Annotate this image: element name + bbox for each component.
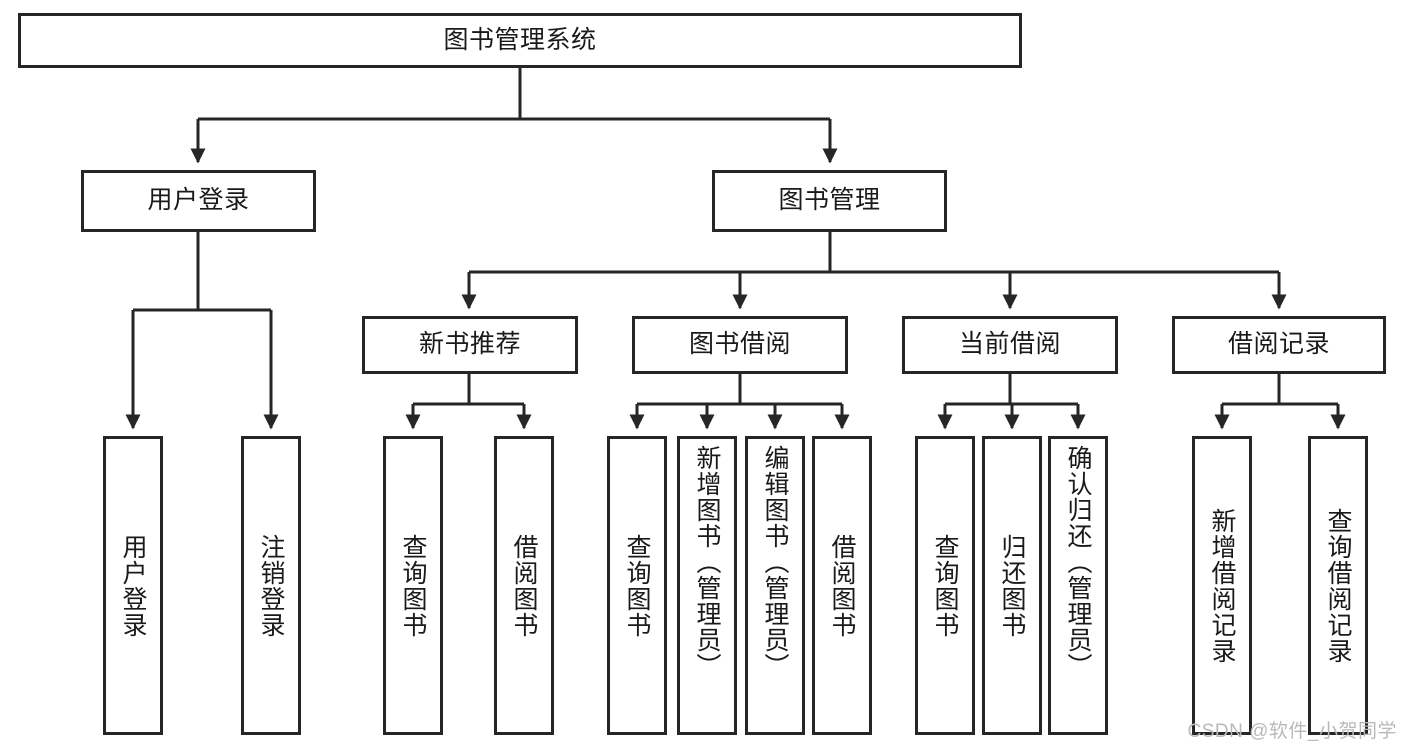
node-leaf-query-book-1[interactable]: 查询图书 — [383, 436, 443, 735]
node-leaf-query-borrow-record[interactable]: 查询借阅记录 — [1308, 436, 1368, 735]
node-leaf-user-login[interactable]: 用户登录 — [103, 436, 163, 735]
node-leaf-confirm-return-label: 确认归还（管理员） — [1064, 445, 1092, 679]
node-leaf-query-book-3-label: 查询图书 — [931, 533, 959, 638]
node-root-label: 图书管理系统 — [443, 25, 597, 54]
node-root[interactable]: 图书管理系统 — [18, 13, 1022, 68]
node-leaf-query-book-2-label: 查询图书 — [623, 533, 651, 638]
node-book-borrow[interactable]: 图书借阅 — [632, 316, 848, 374]
node-leaf-borrow-book-2[interactable]: 借阅图书 — [812, 436, 872, 735]
node-leaf-edit-book[interactable]: 编辑图书（管理员） — [745, 436, 805, 735]
node-leaf-return-book[interactable]: 归还图书 — [982, 436, 1042, 735]
node-leaf-query-book-3[interactable]: 查询图书 — [915, 436, 975, 735]
node-borrow-record[interactable]: 借阅记录 — [1172, 316, 1386, 374]
node-current-borrow-label: 当前借阅 — [958, 330, 1061, 359]
node-borrow-record-label: 借阅记录 — [1227, 330, 1330, 359]
node-book-manage[interactable]: 图书管理 — [712, 170, 947, 232]
node-leaf-logout-label: 注销登录 — [257, 533, 285, 638]
node-leaf-query-book-1-label: 查询图书 — [399, 533, 427, 638]
node-leaf-borrow-book-1-label: 借阅图书 — [510, 533, 538, 638]
node-user-login-label: 用户登录 — [147, 186, 250, 215]
node-leaf-confirm-return[interactable]: 确认归还（管理员） — [1048, 436, 1108, 735]
node-user-login[interactable]: 用户登录 — [81, 170, 316, 232]
node-leaf-add-borrow-record-label: 新增借阅记录 — [1208, 507, 1236, 664]
node-leaf-borrow-book-2-label: 借阅图书 — [828, 533, 856, 638]
node-leaf-add-book-label: 新增图书（管理员） — [693, 445, 721, 679]
node-leaf-logout[interactable]: 注销登录 — [241, 436, 301, 735]
node-leaf-query-book-2[interactable]: 查询图书 — [607, 436, 667, 735]
node-leaf-return-book-label: 归还图书 — [998, 533, 1026, 638]
node-leaf-borrow-book-1[interactable]: 借阅图书 — [494, 436, 554, 735]
node-leaf-add-borrow-record[interactable]: 新增借阅记录 — [1192, 436, 1252, 735]
node-leaf-edit-book-label: 编辑图书（管理员） — [761, 445, 789, 679]
node-new-book-rec[interactable]: 新书推荐 — [362, 316, 578, 374]
node-leaf-query-borrow-record-label: 查询借阅记录 — [1324, 507, 1352, 664]
node-new-book-rec-label: 新书推荐 — [418, 330, 521, 359]
node-leaf-add-book[interactable]: 新增图书（管理员） — [677, 436, 737, 735]
node-book-borrow-label: 图书借阅 — [688, 330, 791, 359]
node-current-borrow[interactable]: 当前借阅 — [902, 316, 1118, 374]
node-book-manage-label: 图书管理 — [778, 186, 881, 215]
node-leaf-user-login-label: 用户登录 — [119, 533, 147, 638]
